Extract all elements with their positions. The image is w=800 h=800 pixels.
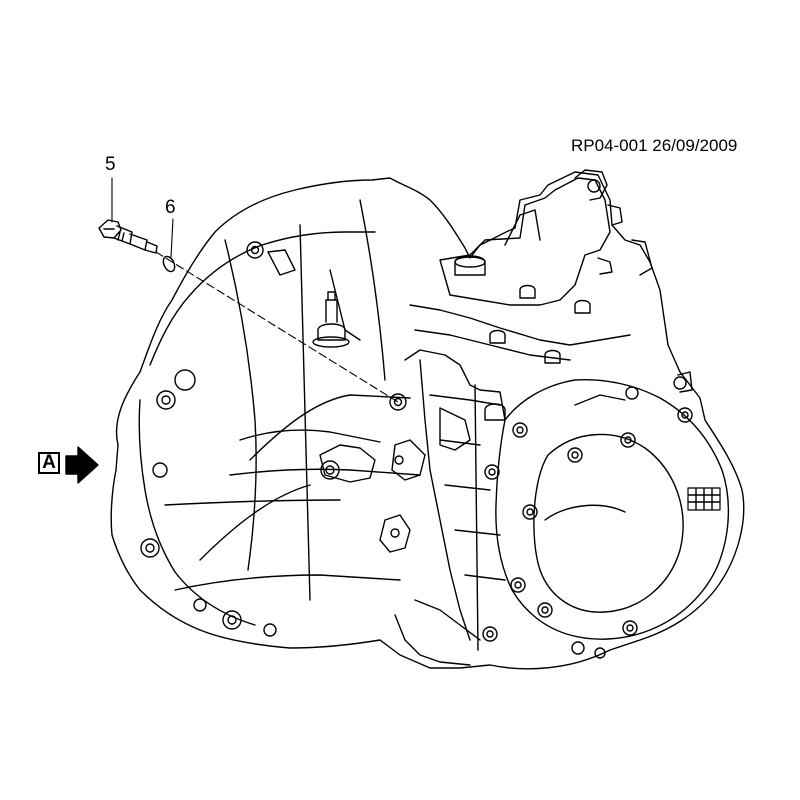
leader-lines <box>111 177 399 403</box>
end-cover <box>482 371 730 659</box>
callout-5: 5 <box>105 154 116 175</box>
o-ring <box>162 255 176 273</box>
main-casing <box>319 349 506 666</box>
view-arrow <box>65 446 99 484</box>
drawing-reference: RP04-001 26/09/2009 <box>571 136 738 155</box>
view-label-box <box>38 452 60 474</box>
sensor <box>98 219 158 254</box>
gearbox-housing <box>110 171 745 670</box>
view-label: A <box>42 452 56 473</box>
shift-mechanism <box>409 169 653 364</box>
callout-6: 6 <box>165 197 176 218</box>
